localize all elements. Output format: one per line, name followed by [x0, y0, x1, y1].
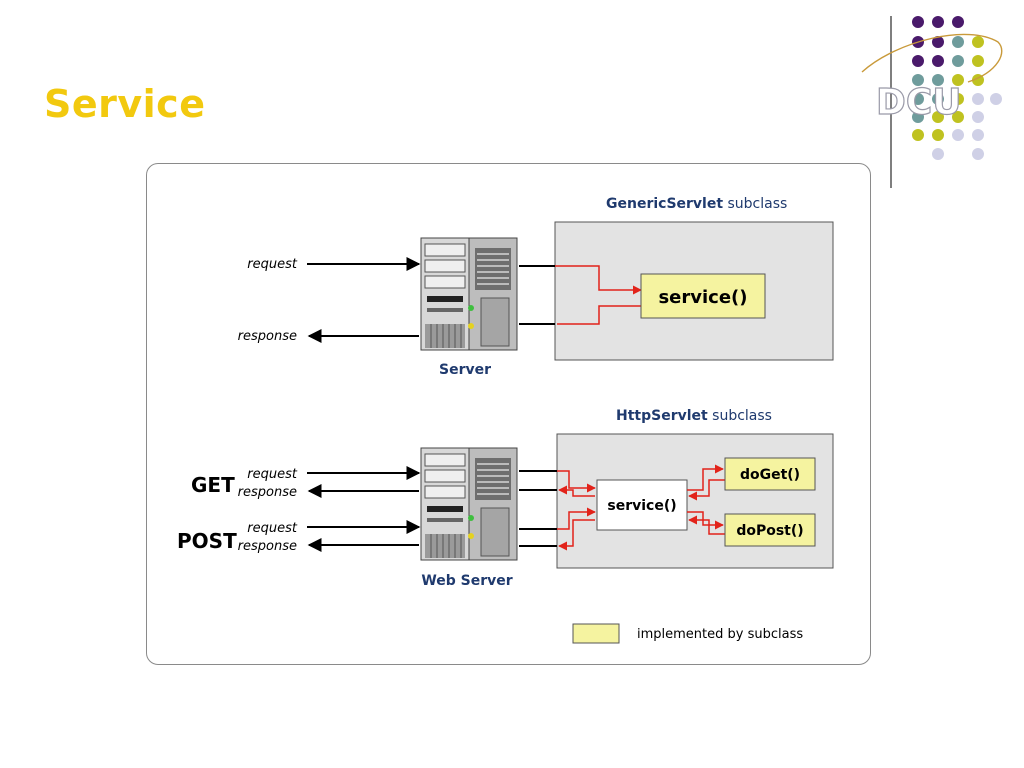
legend-label: implemented by subclass — [637, 627, 803, 642]
logo-text: DCU — [876, 82, 962, 123]
get-response-label: response — [238, 485, 297, 500]
servlet-diagram: GenericServlet subclass request response… — [177, 196, 834, 644]
slide-title: Service — [44, 82, 206, 126]
http-service-box — [596, 479, 688, 531]
post-request-label: request — [247, 521, 298, 536]
get-request-label: request — [247, 467, 298, 482]
top-red-response-path — [557, 305, 641, 325]
server-label: Server — [439, 362, 491, 378]
dcu-logo-icon: DCU — [861, 16, 1003, 188]
doget-label: doGet() — [740, 467, 800, 483]
web-server-icon — [420, 447, 518, 561]
top-red-request-path — [555, 265, 642, 295]
dopost-label: doPost() — [736, 523, 803, 539]
legend-swatch — [572, 623, 620, 644]
http-service-label: service() — [607, 498, 676, 514]
servlet-diagram-frame: GenericServlet subclass request response… — [146, 163, 871, 665]
get-label: GET — [191, 473, 235, 497]
http-subclass-title: HttpServlet subclass — [616, 408, 772, 424]
post-label: POST — [177, 529, 237, 553]
post-response-label: response — [238, 539, 297, 554]
generic-subclass-title: GenericServlet subclass — [606, 196, 787, 212]
server-icon — [420, 237, 518, 351]
top-response-label: response — [238, 329, 297, 344]
web-server-label: Web Server — [421, 573, 512, 589]
doget-box — [724, 457, 816, 491]
top-request-label: request — [247, 257, 298, 272]
top-service-label: service() — [658, 287, 747, 308]
dopost-box — [724, 513, 816, 547]
top-service-box — [640, 273, 766, 319]
